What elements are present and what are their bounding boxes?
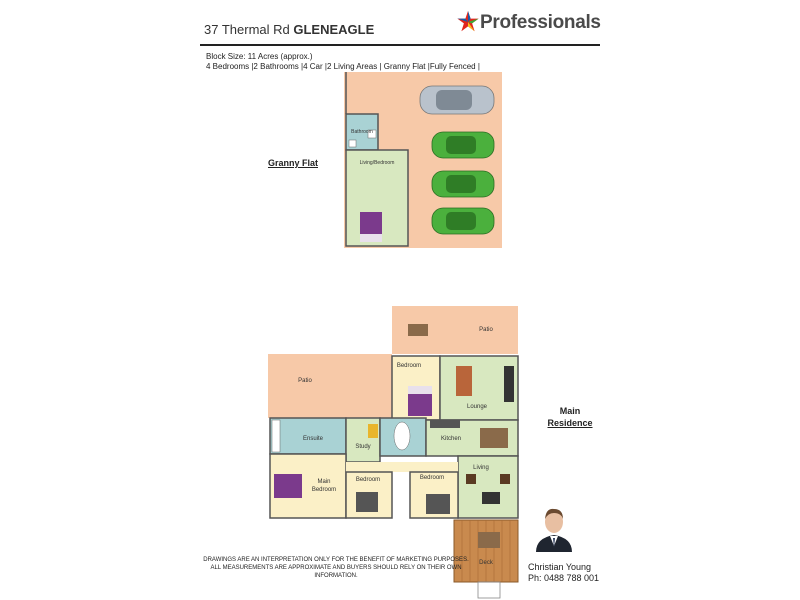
bed-icon	[356, 492, 378, 512]
bed-icon	[274, 474, 302, 498]
sofa-icon	[456, 366, 472, 396]
header-divider	[200, 44, 600, 46]
brand-name: Professionals	[480, 12, 601, 33]
granny-bathroom-label: Bathroom	[351, 129, 373, 135]
living-label: Living	[473, 465, 489, 471]
granny-living-label: Living/Bedroom	[359, 160, 395, 166]
study-label: Study	[355, 444, 371, 450]
car-green-icon	[431, 131, 495, 159]
car-silver-icon	[419, 85, 495, 115]
car-green-icon	[431, 170, 495, 198]
disclaimer-line: INFORMATION.	[314, 573, 358, 579]
lounge-label: Lounge	[466, 404, 488, 410]
granny-flat-plan	[344, 72, 502, 248]
main-residence-plan	[268, 306, 519, 599]
main-residence-label-line1: Main	[559, 406, 581, 416]
kitchen-label: Kitchen	[440, 436, 461, 442]
dining-table-icon	[480, 428, 508, 448]
car-green-icon	[431, 207, 495, 235]
ensuite-label: Ensuite	[302, 436, 323, 442]
block-size: Block Size: 11 Acres (approx.)	[206, 52, 313, 61]
deck-stairs	[477, 581, 501, 599]
agent-avatar	[532, 502, 576, 552]
bedroom-mid2-label: Bedroom	[419, 475, 445, 481]
property-address: 37 Thermal Rd GLENEAGLE	[204, 22, 374, 37]
agent-phone[interactable]: Ph: 0488 788 001	[528, 573, 600, 583]
tv-unit-icon	[504, 366, 514, 402]
patio-left	[268, 354, 392, 418]
patio-top-label: Patio	[479, 327, 493, 333]
address-street: 37 Thermal Rd	[204, 22, 290, 37]
address-suburb: GLENEAGLE	[293, 22, 375, 37]
outdoor-table-icon	[408, 324, 428, 336]
main-bedroom-label-line1: Main	[317, 479, 331, 485]
disclaimer: DRAWINGS ARE AN INTERPRETATION ONLY FOR …	[196, 556, 476, 580]
main-residence-label-line2: Residence	[547, 418, 593, 428]
professionals-star-logo-icon	[457, 11, 479, 32]
bedroom-mid1-label: Bedroom	[355, 477, 381, 483]
granny-flat-label: Granny Flat	[267, 158, 318, 168]
bedroom-top-label: Bedroom	[396, 363, 422, 369]
disclaimer-line: ALL MEASUREMENTS ARE APPROXIMATE AND BUY…	[210, 565, 462, 571]
property-features: 4 Bedrooms |2 Bathrooms |4 Car |2 Living…	[206, 62, 480, 71]
patio-left-label: Patio	[298, 378, 312, 384]
main-bedroom-label-line2: Bedroom	[311, 487, 337, 493]
disclaimer-line: DRAWINGS ARE AN INTERPRETATION ONLY FOR …	[203, 557, 469, 563]
agent-name: Christian Young	[528, 562, 592, 572]
deck-label: Deck	[479, 560, 493, 566]
bed-icon	[426, 494, 450, 514]
coffee-table-icon	[482, 492, 500, 504]
